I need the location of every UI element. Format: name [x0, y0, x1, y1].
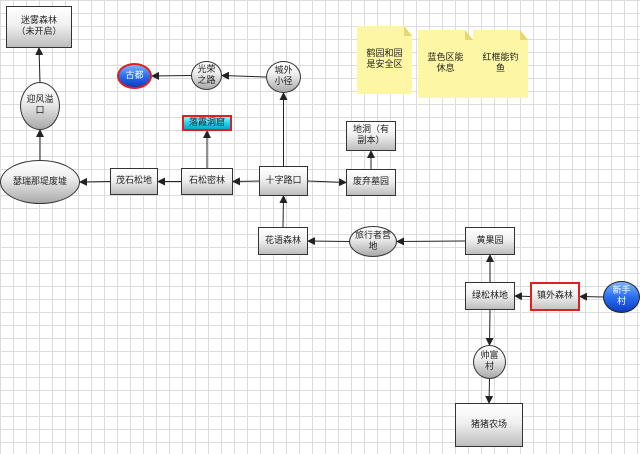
- node-maoshi-pine[interactable]: 茂石松地: [110, 168, 158, 195]
- note-blue-rest: 蓝色区能 休息: [418, 30, 473, 98]
- node-welcome-wind[interactable]: 迎风溢 口: [20, 82, 60, 130]
- node-shuaifu-village[interactable]: 帅富 村: [473, 345, 506, 379]
- node-cuirui-ruins[interactable]: 瑟瑞那堤废墟: [0, 160, 80, 204]
- edge-crossroads-to-abandoned-cemetery: [307, 178, 347, 187]
- edge-traveler-camp-to-flower-forest: [307, 237, 350, 246]
- node-abandoned-cemetery[interactable]: 废弃墓园: [346, 169, 396, 196]
- node-flower-forest[interactable]: 花语森林: [258, 227, 308, 255]
- edge-maoshi-pine-to-cuirui-ruins: [79, 177, 111, 186]
- node-traveler-camp[interactable]: 旅行者营 地: [349, 226, 397, 257]
- node-pig-farm[interactable]: 猪猪农场: [455, 403, 523, 447]
- node-newbie-village[interactable]: 新手 村: [603, 281, 640, 313]
- edge-newbie-village-to-outer-forest: [579, 292, 604, 301]
- edge-flower-forest-to-crossroads: [279, 195, 288, 228]
- edge-orchard-to-traveler-camp: [396, 237, 466, 246]
- edge-outskirts-path-to-glory-road: [221, 71, 267, 80]
- node-shisong-forest[interactable]: 石松密林: [181, 168, 233, 195]
- edge-green-pine-to-shuaifu-village: [485, 309, 494, 346]
- edge-glory-road-to-gudu: [151, 71, 192, 80]
- node-mist-forest[interactable]: 迷雾森林 （未开启）: [6, 6, 72, 48]
- node-cave-dungeon[interactable]: 地洞（有 副本）: [346, 121, 396, 151]
- edge-outer-forest-to-green-pine: [514, 292, 531, 301]
- node-gudu[interactable]: 古都: [117, 63, 152, 89]
- note-red-fish: 红框能钓 鱼: [473, 30, 528, 98]
- node-glory-road[interactable]: 光荣 之路: [191, 61, 222, 90]
- node-orchard[interactable]: 黄果园: [465, 227, 515, 255]
- note-safe-zone: 鹤园和园 是安全区: [357, 26, 412, 94]
- node-green-pine[interactable]: 绿松林地: [465, 282, 515, 310]
- node-luoxia-cave[interactable]: 落霞洞窟: [182, 115, 232, 131]
- edge-welcome-wind-to-mist-forest: [35, 47, 44, 83]
- edge-crossroads-to-shisong-forest: [232, 177, 260, 186]
- edge-shuaifu-village-to-pig-farm: [485, 378, 494, 404]
- node-outer-forest[interactable]: 镇外森林: [530, 282, 580, 311]
- node-outskirts-path[interactable]: 城外 小径: [266, 61, 301, 93]
- node-crossroads[interactable]: 十字路口: [259, 166, 308, 196]
